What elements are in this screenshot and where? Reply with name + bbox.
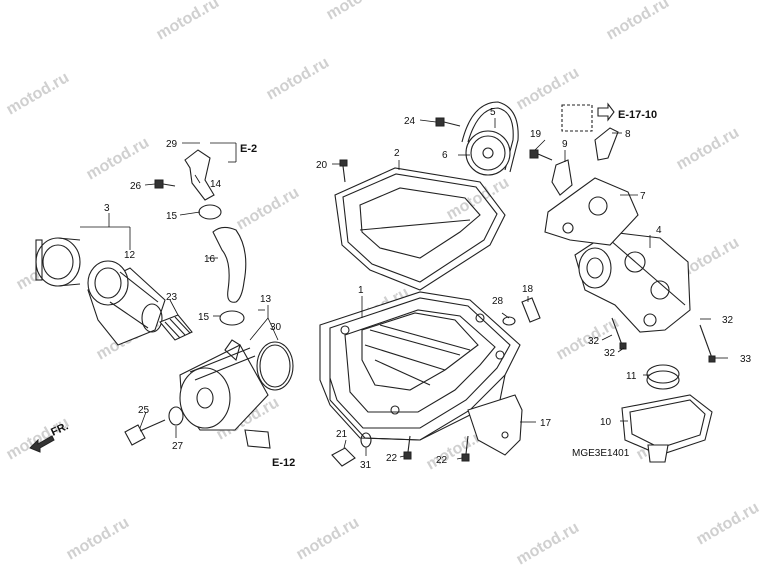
reference-arrow <box>597 102 615 122</box>
callout-23: 23 <box>166 292 178 303</box>
watermark-text: motod.ru <box>514 519 583 568</box>
bolt-24 <box>435 117 461 127</box>
watermark-text: motod.ru <box>674 124 743 173</box>
watermark-text: motod.ru <box>604 0 673 43</box>
callout-24: 24 <box>404 116 416 127</box>
bolt-25 <box>124 419 166 446</box>
oil-pipe-joint <box>159 314 193 341</box>
callout-14: 14 <box>210 179 222 190</box>
bolt-33 <box>699 324 716 363</box>
callout-28: 28 <box>492 296 504 307</box>
callout-13: 13 <box>260 294 272 305</box>
callout-19: 19 <box>530 129 542 140</box>
callout-31: 31 <box>360 460 372 471</box>
callout-29: 29 <box>166 139 178 150</box>
watermark-text: motod.ru <box>294 514 363 563</box>
reference-e12: E-12 <box>272 457 295 469</box>
callout-33: 33 <box>740 354 752 365</box>
leader-lines <box>80 118 728 460</box>
bolt-22-right <box>461 435 470 462</box>
callout-5: 5 <box>490 107 496 118</box>
callout-22b: 22 <box>436 455 448 466</box>
water-hose-lower <box>212 226 247 303</box>
callout-numbers: 1 2 3 4 5 6 7 8 9 10 11 12 13 14 15 15 1… <box>104 107 752 471</box>
callout-15a: 15 <box>166 211 178 222</box>
callout-17: 17 <box>540 418 552 429</box>
callout-21: 21 <box>336 429 348 440</box>
callout-26: 26 <box>130 181 142 192</box>
callout-9: 9 <box>562 139 568 150</box>
callout-12: 12 <box>124 250 136 261</box>
oil-pan-gasket <box>334 167 506 291</box>
callout-10: 10 <box>600 417 612 428</box>
callout-15b: 15 <box>198 312 210 323</box>
callout-8: 8 <box>625 129 631 140</box>
baffle-plate <box>467 394 523 456</box>
oil-filter-wrench-cap <box>35 237 81 287</box>
callout-11: 11 <box>626 371 637 382</box>
callout-32b: 32 <box>588 336 600 347</box>
callout-6: 6 <box>442 150 448 161</box>
oil-pan <box>319 291 521 441</box>
o-ring-cooler <box>256 341 294 391</box>
bolt-18 <box>521 297 541 323</box>
hose-clamp-lower <box>219 310 245 326</box>
watermark-text: motod.ru <box>694 499 763 548</box>
water-hose-upper <box>184 149 215 201</box>
washer-28 <box>502 316 516 326</box>
callout-2: 2 <box>394 148 400 159</box>
bolt-32 <box>611 317 627 350</box>
callout-16: 16 <box>204 254 216 265</box>
oil-strainer <box>621 394 713 463</box>
watermark-text: motod.ru <box>4 69 73 118</box>
bolt-26 <box>154 179 176 189</box>
callout-3: 3 <box>104 203 110 214</box>
oil-pump-sprocket <box>465 130 511 176</box>
callout-32c: 32 <box>604 348 616 359</box>
tensioner-slipper <box>594 127 619 161</box>
watermark-text: motod.ru <box>514 64 583 113</box>
bolt-19 <box>529 149 553 161</box>
callout-7: 7 <box>640 191 646 202</box>
watermark-text: motod.ru <box>84 134 153 183</box>
diagram-code: MGE3E1401 <box>572 448 630 459</box>
oil-pump <box>574 231 691 333</box>
callout-20: 20 <box>316 160 328 171</box>
watermark-text: motod.ru <box>154 0 223 43</box>
washer-27 <box>168 406 184 426</box>
callout-22a: 22 <box>386 453 398 464</box>
drive-chain <box>461 101 519 173</box>
watermark-text: motod.ru <box>64 514 133 563</box>
strainer-seal <box>646 364 680 390</box>
bolt-22-left <box>403 435 412 460</box>
watermark-text: motod.ru <box>234 184 303 233</box>
watermark-text: motod.ru <box>264 54 333 103</box>
chain-guide <box>551 159 573 196</box>
callout-1: 1 <box>358 285 364 296</box>
watermark-text: motod.ru <box>324 0 393 23</box>
reference-e1710: E-17-10 <box>618 109 657 121</box>
pump-cover <box>544 177 639 246</box>
callout-27: 27 <box>172 441 184 452</box>
bolt-20 <box>339 159 348 183</box>
drain-bolt-21 <box>331 447 356 467</box>
callout-4: 4 <box>656 225 662 236</box>
hose-clamp-upper <box>198 204 222 220</box>
callout-18: 18 <box>522 284 534 295</box>
oil-cooler <box>179 339 271 449</box>
callout-30: 30 <box>270 322 282 333</box>
reference-e2: E-2 <box>240 143 257 155</box>
reference-box <box>561 104 593 132</box>
callout-32a: 32 <box>722 315 734 326</box>
callout-25: 25 <box>138 405 150 416</box>
oil-filter <box>87 260 166 346</box>
